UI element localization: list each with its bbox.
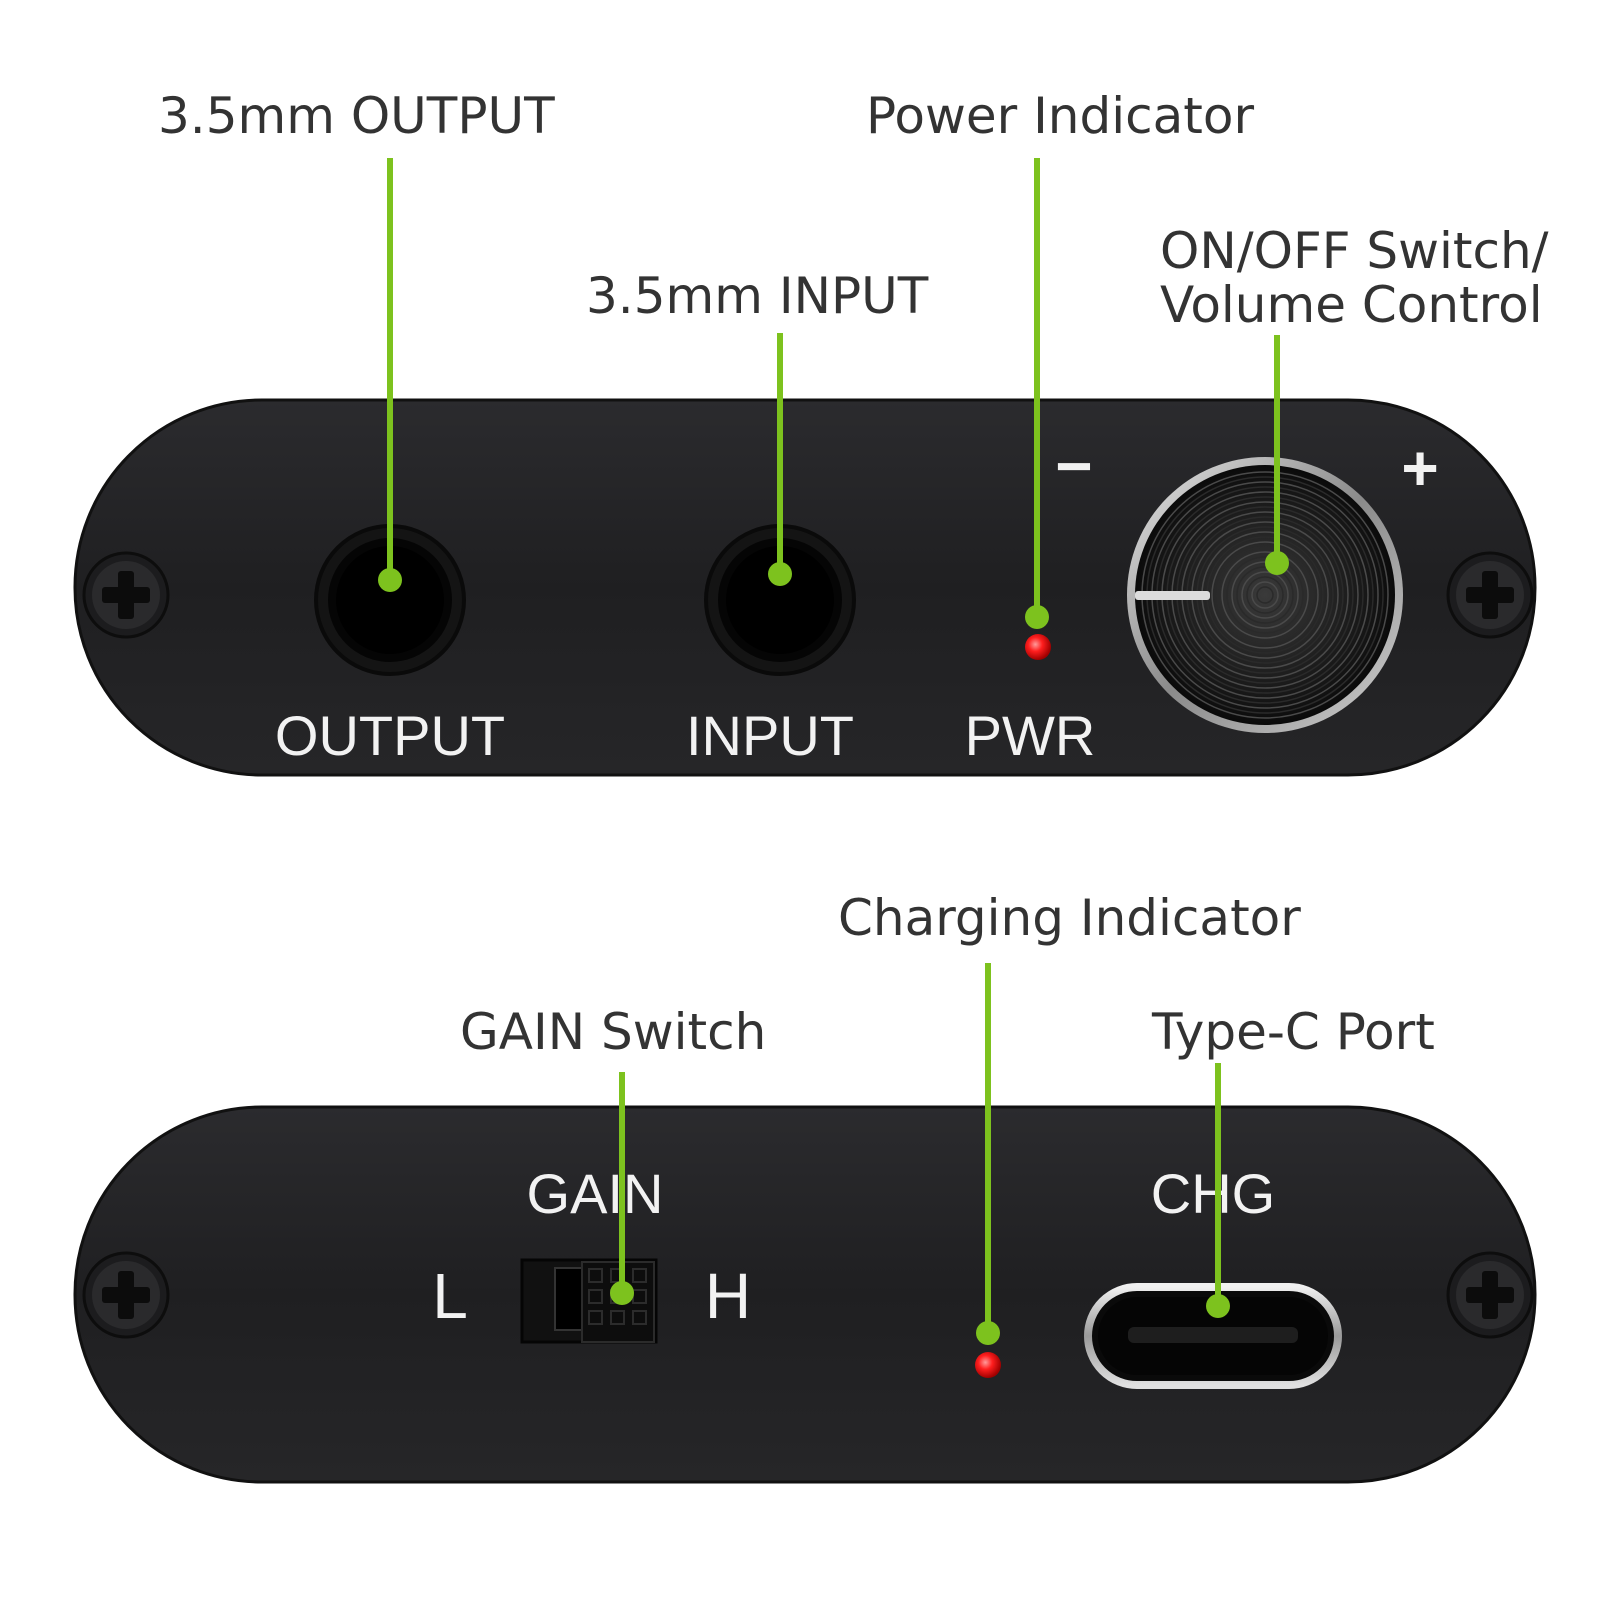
knob-ring bbox=[1226, 556, 1304, 634]
input-callout-dot bbox=[768, 562, 792, 586]
volume-plus-symbol: + bbox=[1401, 432, 1438, 504]
onoff-callout-label-line2: Volume Control bbox=[1160, 276, 1543, 334]
chg-silk-label: CHG bbox=[1151, 1162, 1275, 1225]
gain-low-label: L bbox=[432, 1260, 468, 1332]
charging-callout-dot bbox=[976, 1321, 1000, 1345]
screw-icon bbox=[1446, 1251, 1534, 1339]
knob-callout-dot bbox=[1265, 551, 1289, 575]
knob-pointer bbox=[1135, 591, 1210, 600]
gain-callout-dot bbox=[610, 1281, 634, 1305]
usb-c-port-icon bbox=[1084, 1283, 1342, 1389]
power-callout-dot bbox=[1025, 605, 1049, 629]
output-jack-icon bbox=[314, 524, 466, 676]
knob-ring bbox=[1251, 581, 1279, 609]
gain-slide-switch-icon bbox=[520, 1258, 658, 1344]
screw-icon bbox=[82, 551, 170, 639]
onoff-callout-label-line1: ON/OFF Switch/ bbox=[1160, 222, 1549, 280]
knob-ring bbox=[1221, 551, 1309, 639]
volume-knob-icon bbox=[1127, 457, 1403, 733]
power-indicator-callout-label: Power Indicator bbox=[866, 87, 1254, 145]
gain-switch-callout-label: GAIN Switch bbox=[460, 1003, 766, 1061]
knob-ring bbox=[1246, 576, 1284, 614]
callout-lines bbox=[378, 158, 1289, 1345]
input-silk-label: INPUT bbox=[686, 704, 854, 767]
power-led-icon bbox=[1025, 634, 1051, 660]
input-callout-label: 3.5mm INPUT bbox=[586, 267, 929, 325]
volume-minus-symbol: − bbox=[1055, 430, 1092, 502]
screw-icon bbox=[82, 1251, 170, 1339]
knob-ring bbox=[1231, 561, 1299, 629]
output-callout-dot bbox=[378, 568, 402, 592]
pwr-silk-label: PWR bbox=[965, 704, 1096, 767]
back-panel: GAIN L H CHG bbox=[73, 1105, 1537, 1484]
charging-indicator-callout-label: Charging Indicator bbox=[838, 889, 1301, 947]
knob-ring bbox=[1236, 566, 1294, 624]
output-silk-label: OUTPUT bbox=[275, 704, 505, 767]
charging-led-icon bbox=[975, 1352, 1001, 1378]
screw-icon bbox=[1446, 551, 1534, 639]
typec-callout-dot bbox=[1206, 1294, 1230, 1318]
typec-port-callout-label: Type-C Port bbox=[1151, 1003, 1435, 1061]
knob-ring bbox=[1211, 541, 1319, 649]
front-panel: OUTPUT INPUT PWR − + bbox=[73, 398, 1537, 777]
output-callout-label: 3.5mm OUTPUT bbox=[158, 87, 555, 145]
gain-high-label: H bbox=[705, 1260, 751, 1332]
gain-silk-label: GAIN bbox=[527, 1162, 664, 1225]
knob-ring bbox=[1256, 586, 1274, 604]
knob-ring bbox=[1216, 546, 1314, 644]
knob-ring bbox=[1241, 571, 1289, 619]
